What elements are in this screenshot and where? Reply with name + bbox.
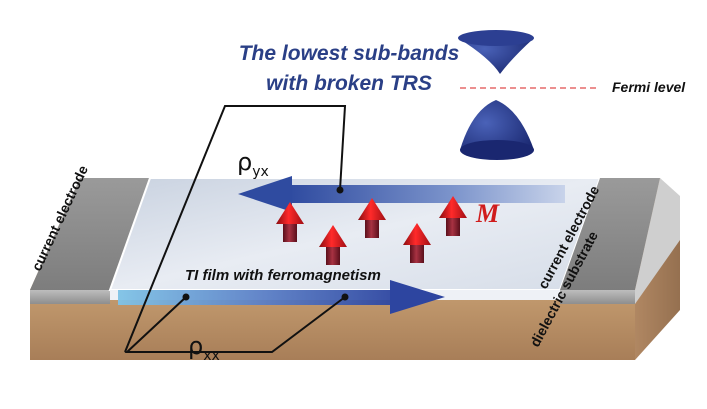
rho-xx-wire: [124, 296, 346, 353]
film-label: TI film with ferromagnetism: [185, 267, 381, 284]
rho-yx-label: ρyx: [237, 148, 269, 180]
magnetization-arrow: [238, 176, 565, 212]
spin-arrows: [276, 196, 467, 265]
magnetization-label: M: [475, 199, 500, 228]
spin-arrow: [276, 202, 304, 242]
rho-xx-label: ρxx: [188, 332, 220, 364]
title-line1: The lowest sub-bands: [239, 42, 460, 65]
rho-yx-wire: [124, 105, 347, 353]
fermi-level-label: Fermi level: [612, 79, 686, 95]
spin-arrow: [358, 198, 386, 238]
spin-arrow: [439, 196, 467, 236]
spin-arrow: [319, 225, 347, 265]
band-cones: [458, 30, 534, 160]
rho-xx-contact: [341, 293, 349, 301]
title-line2: with broken TRS: [266, 72, 432, 95]
spin-arrow: [403, 223, 431, 263]
rho-yx-contact-top: [336, 186, 344, 194]
right-current-electrode: [560, 178, 680, 304]
